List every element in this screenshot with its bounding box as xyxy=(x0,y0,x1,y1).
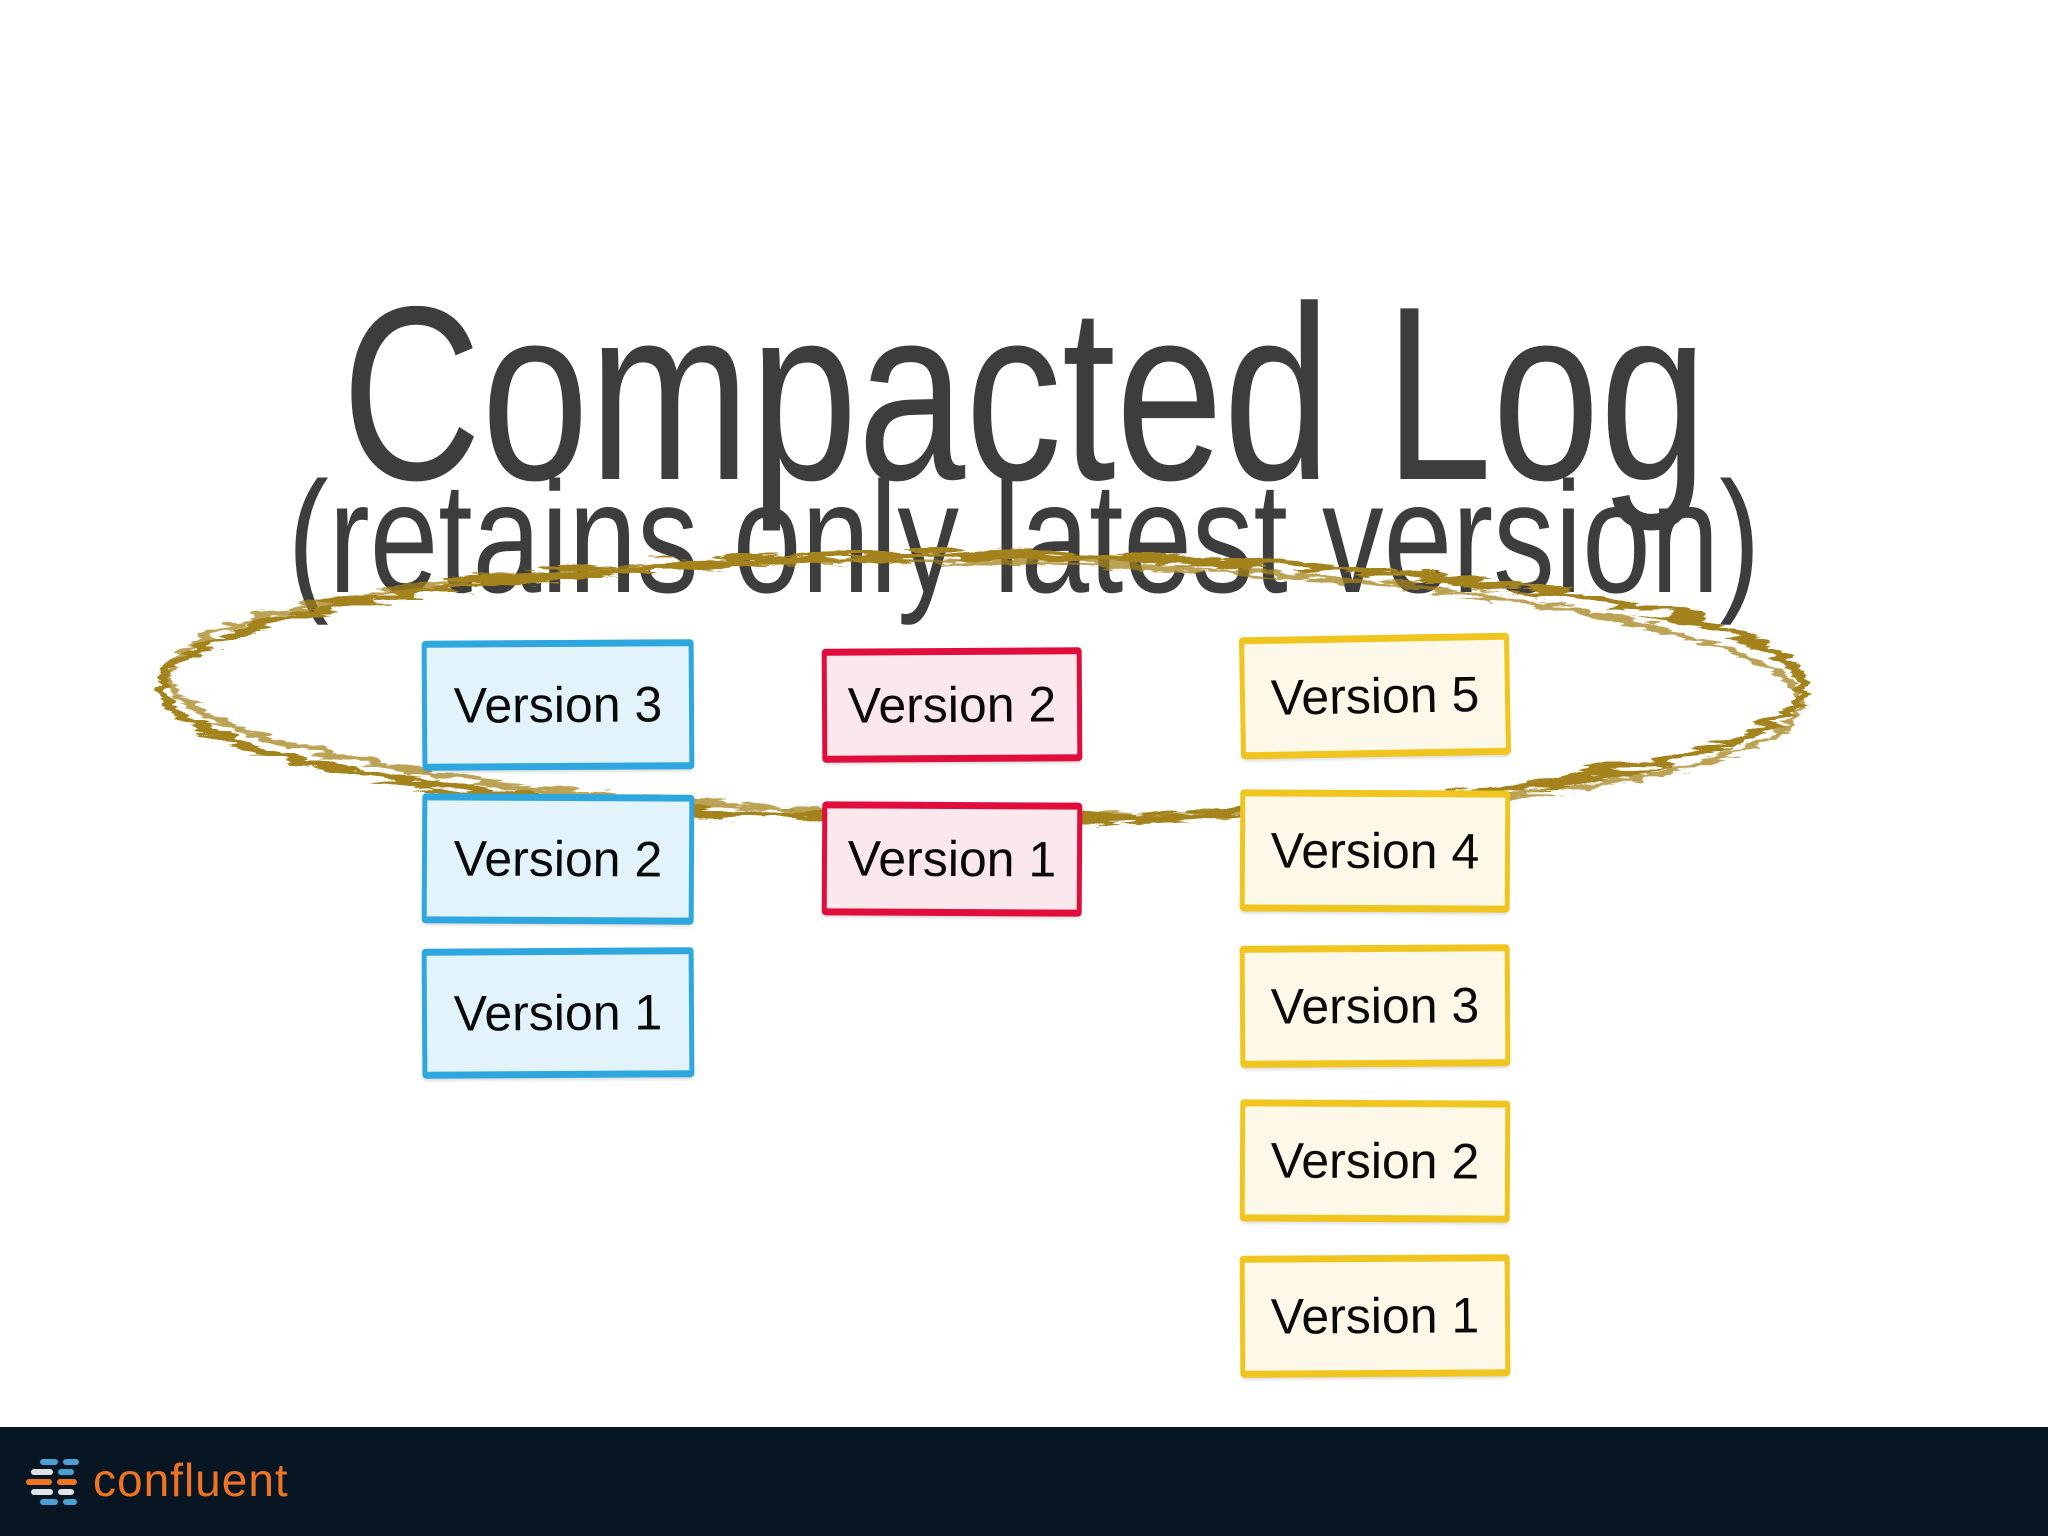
version-box: Version 3 xyxy=(421,639,695,771)
page-title: Compacted Log xyxy=(0,269,2048,517)
version-box-label: Version 2 xyxy=(453,830,663,888)
confluent-logo: confluent xyxy=(26,1457,289,1507)
version-box-label: Version 4 xyxy=(1270,822,1480,880)
version-box: Version 1 xyxy=(1239,1254,1511,1378)
log-column-red: Version 2 Version 1 xyxy=(821,647,1083,917)
version-box: Version 5 xyxy=(1238,632,1512,760)
page-title-text: Compacted Log xyxy=(341,254,1707,533)
version-box-label: Version 1 xyxy=(453,984,663,1042)
version-box: Version 2 xyxy=(1239,1099,1511,1223)
version-box: Version 1 xyxy=(421,947,695,1079)
version-box: Version 2 xyxy=(821,647,1083,763)
page-subtitle-text: (retains only latest version) xyxy=(287,450,1761,627)
version-box-label: Version 2 xyxy=(847,676,1057,734)
page-subtitle: (retains only latest version) xyxy=(0,459,2048,617)
version-box-label: Version 3 xyxy=(1270,977,1480,1035)
version-box: Version 1 xyxy=(821,801,1083,917)
log-column-yellow: Version 5 Version 4 Version 3 Version 2 … xyxy=(1238,632,1512,1378)
version-box-label: Version 3 xyxy=(453,676,663,734)
confluent-logo-icon xyxy=(26,1458,86,1505)
version-box-label: Version 1 xyxy=(847,830,1057,888)
version-box: Version 3 xyxy=(1239,944,1511,1068)
version-box-label: Version 1 xyxy=(1270,1287,1480,1345)
confluent-logo-text: confluent xyxy=(93,1453,289,1506)
log-column-blue: Version 3 Version 2 Version 1 xyxy=(421,639,695,1079)
version-box-label: Version 2 xyxy=(1270,1132,1480,1190)
footer-bar: confluent xyxy=(0,1427,2048,1536)
version-box-label: Version 5 xyxy=(1270,666,1480,726)
version-box: Version 4 xyxy=(1239,789,1511,913)
version-box: Version 2 xyxy=(421,793,695,925)
